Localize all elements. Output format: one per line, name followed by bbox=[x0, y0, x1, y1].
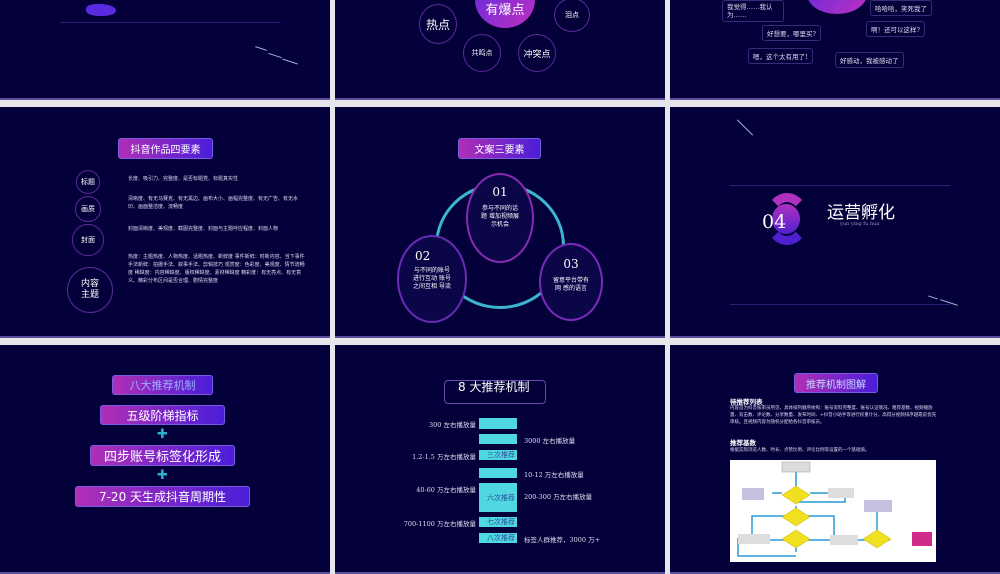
ladder-bar bbox=[479, 434, 517, 444]
section-subtitle: yun ying fu hua bbox=[840, 221, 880, 227]
ladder-left-label: 1.2-1.5 万左右播放量 bbox=[412, 453, 476, 461]
ladder-right-label: 标签人群推荐，3000 万+ bbox=[524, 536, 601, 544]
item-text: 与不同的账号 进行互动 账号之间互相 导流 bbox=[413, 267, 451, 290]
slide-title: 推荐机制图解 bbox=[794, 373, 878, 393]
slide-thumbnail[interactable]: 文案三要素 01 参与不同的话题 增加视频展示机会 02 与不同的账号 进行互动… bbox=[335, 107, 665, 338]
slide-title: 文案三要素 bbox=[458, 138, 541, 159]
ladder-bar: 六次推荐 bbox=[479, 483, 517, 512]
row-text: 热度：主题热度、人物热度、话题热度、新鲜度 事件新鲜：时新内容、当下事件 手法新… bbox=[128, 254, 305, 284]
section-number: 04 bbox=[762, 211, 787, 233]
slide-thumbnail[interactable]: 04 运营孵化 yun ying fu hua bbox=[670, 107, 1000, 338]
comment-bubble: 好想要，哪里买? bbox=[762, 25, 821, 41]
section-text: 内容首为抖音核审员所见，具体排列顺序依照：账号资料完整度、账号认证情况、粗荐基数… bbox=[730, 406, 937, 425]
row-text: 封面清晰度、美观度、截图完整度、封面与主题呼应程度、封面人物 bbox=[128, 226, 279, 232]
highlight-circle: 有爆点 bbox=[475, 0, 535, 28]
comment-bubble: 我觉得……我认为…… bbox=[722, 0, 784, 22]
ladder-bar bbox=[479, 418, 517, 429]
label-circle: 标题 bbox=[76, 170, 100, 194]
ladder-right-label: 10-12 万左右播放量 bbox=[524, 471, 584, 479]
ladder-left-label: 300 左右播放量 bbox=[429, 421, 476, 429]
flowchart-diagram bbox=[737, 461, 932, 557]
section-heading: 待推荐列表 bbox=[730, 398, 763, 406]
comment-bubble: 嗯，这个太有用了! bbox=[748, 48, 813, 64]
slide-title: 抖音作品四要素 bbox=[118, 138, 213, 159]
decor-dash bbox=[282, 58, 298, 65]
slide-thumbnail[interactable]: 八大推荐机制 五级阶梯指标 ✚ 四步账号标签化形成 ✚ 7-20 天生成抖音周期… bbox=[0, 345, 330, 574]
decor-dash bbox=[268, 52, 282, 59]
decor-dash bbox=[736, 119, 754, 136]
row-text: 清晰度、有无马赛克、有无黑边、画布大小、画幅完整度、有无广告、有无水印、画面整洁… bbox=[128, 196, 299, 210]
item-circle: 01 参与不同的话题 增加视频展示机会 bbox=[466, 173, 534, 263]
slide-thumbnail[interactable]: 推荐机制图解 待推荐列表 内容首为抖音核审员所见，具体排列顺序依照：账号资料完整… bbox=[670, 345, 1000, 574]
label-circle: 封面 bbox=[72, 224, 104, 256]
divider bbox=[730, 304, 950, 305]
point-circle: 热点 bbox=[419, 4, 457, 44]
purple-blob-shape bbox=[86, 4, 116, 16]
item-number: 03 bbox=[563, 257, 579, 271]
ladder-right-label: 3000 左右播放量 bbox=[524, 437, 576, 445]
ladder-right-label: 200-300 万左右播放量 bbox=[524, 493, 593, 501]
step-text: 五级阶梯指标 bbox=[100, 405, 225, 425]
plus-icon: ✚ bbox=[157, 427, 168, 442]
step-box: 八大推荐机制 bbox=[112, 375, 213, 395]
decor-dash bbox=[928, 295, 938, 300]
section-text: 根据实际浏览人数、时长、点赞比例、评论比例等设置的一个基础值。 bbox=[730, 448, 870, 453]
flowchart-image bbox=[730, 460, 936, 562]
step-text: 四步账号标签化形成 bbox=[90, 445, 235, 466]
label-circle: 画质 bbox=[75, 196, 101, 222]
point-circle: 泪点 bbox=[554, 0, 590, 32]
point-circle: 共鸣点 bbox=[463, 34, 501, 72]
divider bbox=[60, 22, 280, 23]
slide-title: 8 大推荐机制 bbox=[444, 380, 546, 404]
ladder-bar: 三次推荐 bbox=[479, 450, 517, 460]
section-title: 运营孵化 bbox=[827, 203, 895, 223]
divider bbox=[730, 185, 950, 186]
slide-thumbnail[interactable]: 我觉得……我认为…… 哈哈哈，笑死我了 好想要，哪里买? 啊！还可以这样? 嗯，… bbox=[670, 0, 1000, 100]
plus-icon: ✚ bbox=[157, 468, 168, 483]
step-text: 7-20 天生成抖音周期性 bbox=[75, 486, 250, 507]
comment-bubble: 哈哈哈，笑死我了 bbox=[870, 0, 932, 16]
item-number: 01 bbox=[492, 185, 508, 199]
comment-bubble: 好感动，我被感动了 bbox=[835, 52, 904, 68]
arc-decor bbox=[772, 204, 800, 234]
item-circle: 02 与不同的账号 进行互动 账号之间互相 导流 bbox=[397, 235, 467, 323]
slide-thumbnail[interactable]: 抖音作品四要素 标题 长度、吸引力、完整度、是否标题党、标题真实性 画质 清晰度… bbox=[0, 107, 330, 338]
ladder-bar: 八次推荐 bbox=[479, 533, 517, 543]
ladder-bar bbox=[479, 468, 517, 478]
slide-thumbnail[interactable]: 有爆点 热点 泪点 共鸣点 冲突点 bbox=[335, 0, 665, 100]
ladder-bar: 七次推荐 bbox=[479, 517, 517, 527]
label-circle: 内容主题 bbox=[67, 267, 113, 313]
row-text: 长度、吸引力、完整度、是否标题党、标题真实性 bbox=[128, 176, 239, 182]
arc-decor bbox=[765, 193, 809, 245]
decor-dash bbox=[255, 46, 267, 51]
point-circle: 冲突点 bbox=[518, 34, 556, 72]
section-heading: 推荐基数 bbox=[730, 439, 756, 447]
item-text: 参与不同的话题 增加视频展示机会 bbox=[481, 205, 519, 228]
comment-bubble: 啊！还可以这样? bbox=[866, 21, 925, 37]
ladder-left-label: 40-60 万左右播放量 bbox=[416, 486, 476, 494]
purple-circle bbox=[807, 0, 867, 14]
item-text: 留意平台带有网 感的语言 bbox=[553, 277, 590, 292]
slide-thumbnail[interactable] bbox=[0, 0, 330, 100]
ladder-left-label: 700-1100 万左右播放量 bbox=[403, 520, 476, 528]
item-circle: 03 留意平台带有网 感的语言 bbox=[539, 243, 603, 321]
item-number: 02 bbox=[415, 249, 431, 263]
